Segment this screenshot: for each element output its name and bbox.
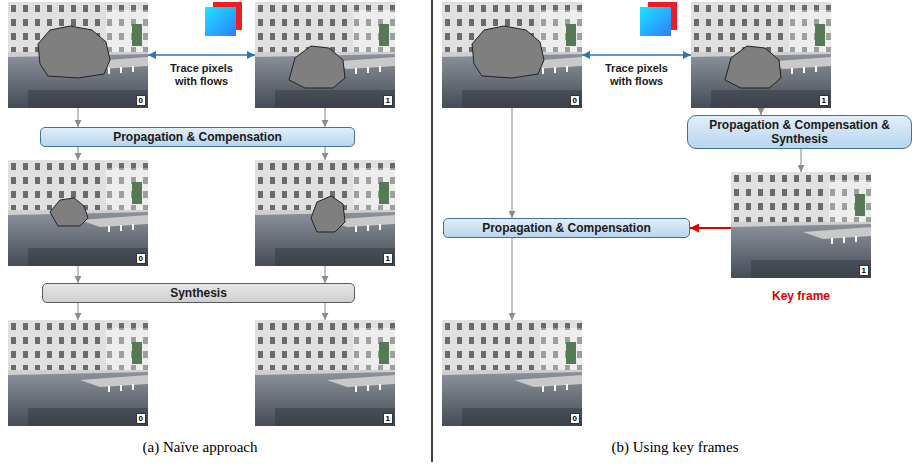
video-frame-photo — [691, 2, 831, 108]
missing-region-mask — [472, 26, 544, 78]
video-frame: 0 — [8, 320, 148, 426]
video-frame: 0 — [8, 2, 148, 108]
video-frame: 0 — [442, 320, 582, 426]
connector-arrow — [148, 54, 255, 56]
panel-divider — [431, 0, 433, 462]
connector-arrow — [760, 108, 761, 115]
connector-arrow — [324, 266, 325, 283]
connector-arrow — [582, 54, 691, 56]
missing-region-mask — [311, 196, 345, 232]
frame-number: 1 — [383, 253, 393, 264]
connector-arrow — [511, 108, 512, 218]
video-frame-photo — [8, 320, 148, 426]
process-label: Propagation & Compensation & Synthesis — [696, 118, 903, 146]
frame-number: 0 — [136, 253, 146, 264]
video-frame-photo — [255, 320, 395, 426]
connector-arrow — [324, 108, 325, 127]
connector-arrow — [511, 238, 512, 320]
connector-arrow — [77, 303, 78, 320]
flow-icon — [205, 7, 236, 36]
video-frame-photo — [442, 2, 582, 108]
process-label: Propagation & Compensation — [49, 130, 346, 144]
frame-number: 0 — [570, 95, 580, 106]
connector-arrow — [77, 108, 78, 127]
frame-number: 1 — [383, 95, 393, 106]
process-box: Propagation & Compensation — [443, 218, 690, 238]
connector-arrow — [77, 266, 78, 283]
process-box: Propagation & Compensation & Synthesis — [687, 115, 912, 149]
panel-caption: (a) Naïve approach — [143, 439, 258, 456]
video-frame: 1 — [255, 160, 395, 266]
video-frame: 1 — [255, 2, 395, 108]
connector-arrow — [324, 147, 325, 160]
missing-region-mask — [289, 46, 345, 88]
frame-number: 1 — [859, 265, 869, 276]
process-label: Synthesis — [51, 286, 346, 300]
video-frame: 1 — [691, 2, 831, 108]
edge-label: Trace pixels with flows — [600, 62, 674, 88]
video-frame-photo — [8, 2, 148, 108]
key-frame-label: Key frame — [772, 289, 830, 303]
frame-number: 1 — [383, 413, 393, 424]
video-frame: 1 — [731, 172, 871, 278]
video-frame-photo — [442, 320, 582, 426]
panel-caption: (b) Using key frames — [611, 439, 738, 456]
process-box: Propagation & Compensation — [40, 127, 355, 147]
video-frame: 0 — [442, 2, 582, 108]
missing-region-mask — [50, 198, 88, 226]
frame-number: 0 — [136, 95, 146, 106]
missing-region-mask — [725, 46, 781, 88]
frame-number: 0 — [570, 413, 580, 424]
missing-region-mask — [38, 26, 110, 78]
edge-label: Trace pixels with flows — [165, 62, 239, 88]
video-frame: 0 — [8, 160, 148, 266]
video-frame-photo — [255, 160, 395, 266]
video-frame: 1 — [255, 320, 395, 426]
connector-arrow — [77, 147, 78, 160]
connector-arrow — [690, 227, 731, 229]
frame-number: 0 — [136, 413, 146, 424]
video-frame-photo — [731, 172, 871, 278]
process-box: Synthesis — [42, 283, 355, 303]
flow-icon — [640, 7, 671, 36]
process-label: Propagation & Compensation — [452, 221, 681, 235]
video-frame-photo — [8, 160, 148, 266]
connector-arrow — [800, 149, 801, 172]
video-frame-photo — [255, 2, 395, 108]
frame-number: 1 — [819, 95, 829, 106]
connector-arrow — [324, 303, 325, 320]
